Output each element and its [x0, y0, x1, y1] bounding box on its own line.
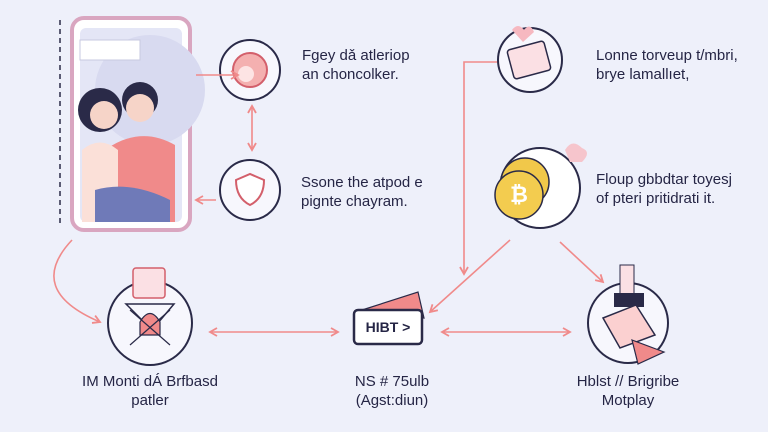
text-line: Ssone the atpod e: [301, 174, 423, 191]
step-text-bottom-right: Hblst // Brigribe Motplay: [548, 372, 708, 410]
arrow-coin-to-bottom-right: [559, 241, 605, 284]
arrow-coin-to-card: [428, 239, 511, 314]
icon-circle-shield: [219, 159, 281, 221]
text-line: of pteri pritidrati it.: [596, 190, 716, 207]
text-line: brye lamallıet,: [596, 66, 690, 83]
icon-bottom-right: [587, 264, 669, 365]
icon-bottom-left: [107, 267, 193, 366]
step-text-top-right: Lonne torveup t/mbri, brye lamallıet,: [596, 46, 738, 84]
text-line: Fgey dǎ atleriop: [302, 47, 410, 64]
step-text-mid-right: Floup gbbdtar toyesj of pteri pritidrati…: [596, 170, 732, 208]
text-line: patler: [131, 392, 169, 409]
phone-illustration: [70, 16, 205, 232]
text-line: IM Monti dÁ Brfbasd: [82, 373, 218, 390]
text-line: pignte chayram.: [301, 193, 408, 210]
step-text-bottom-left: IM Monti dÁ Brfbasd patler: [50, 372, 250, 410]
text-line: Motplay: [601, 392, 655, 409]
icon-circle-chat: [219, 39, 281, 101]
arrow-phone-to-bottom-left: [53, 239, 102, 324]
card-label: HIBT >: [365, 319, 411, 335]
icon-envelope-stack: [497, 26, 563, 93]
text-line: (Agst:diun): [355, 392, 429, 409]
text-line: an choncolker.: [302, 66, 399, 83]
icon-bitcoin-coin: ₿: [494, 143, 587, 229]
step-text-top-middle: Fgey dǎ atleriop an choncolker.: [302, 46, 410, 84]
text-line: Lonne torveup t/mbri,: [596, 47, 738, 64]
card-icon: [352, 291, 425, 346]
text-line: Floup gbbdtar toyesj: [596, 171, 732, 188]
step-text-mid-middle: Ssone the atpod e pignte chayram.: [301, 173, 423, 211]
text-line: NS # 75ulb: [354, 373, 430, 390]
bitcoin-symbol: ₿: [510, 183, 528, 208]
arrow-top-right-down: [459, 61, 505, 276]
step-text-bottom-center: NS # 75ulb (Agst:diun): [312, 372, 472, 410]
text-line: Hblst // Brigribe: [576, 373, 680, 390]
